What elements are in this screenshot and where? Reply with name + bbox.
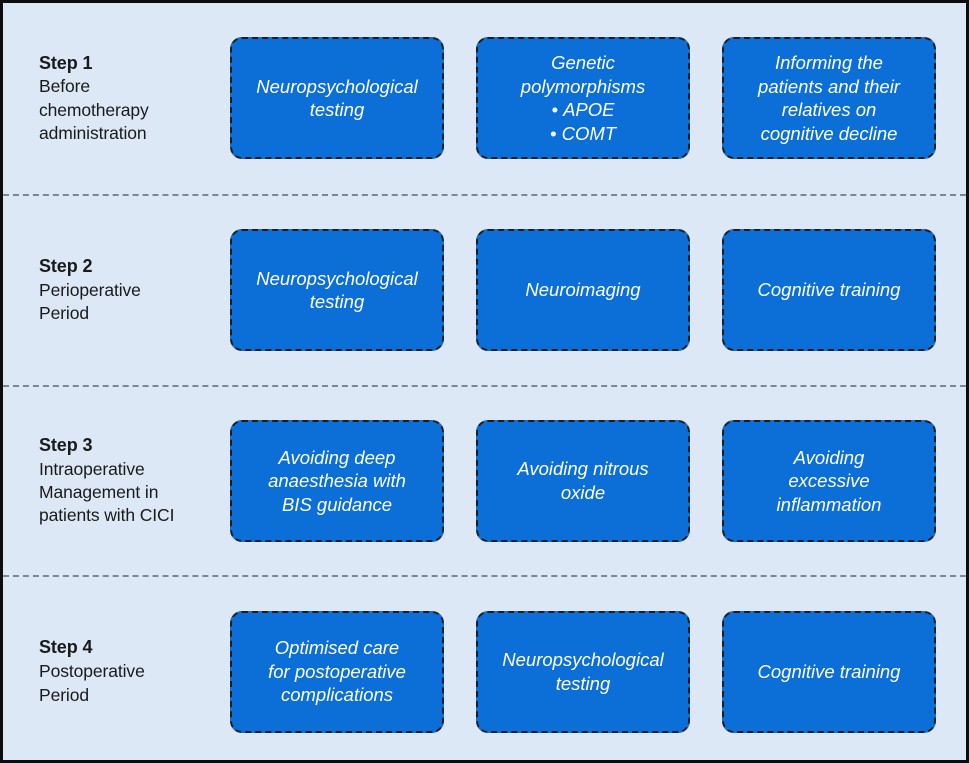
step-subtitle-3: Intraoperative Management in patients wi… (39, 458, 175, 526)
step-title-1: Step 1 (39, 52, 93, 73)
step-subtitle-4: Postoperative Period (39, 661, 145, 705)
card-2-1-text: Neuropsychological testing (256, 267, 418, 313)
card-1-3[interactable]: Informing the patients and their relativ… (722, 37, 936, 160)
step-title-2: Step 2 (39, 255, 93, 276)
step-cards-2: Neuropsychological testing Neuroimaging … (230, 229, 966, 352)
step-row-1: Step 1 Before chemotherapy administratio… (3, 3, 966, 194)
card-4-1[interactable]: Optimised care for postoperative complic… (230, 610, 444, 733)
card-3-2[interactable]: Avoiding nitrous oxide (476, 419, 690, 542)
step-title-4: Step 4 (39, 637, 93, 658)
card-2-2[interactable]: Neuroimaging (476, 229, 690, 352)
card-3-1[interactable]: Avoiding deep anaesthesia with BIS guida… (230, 419, 444, 542)
card-1-2-bullets: APOE COMT (550, 98, 616, 145)
card-4-2-text: Neuropsychological testing (502, 649, 664, 694)
card-3-1-text: Avoiding deep anaesthesia with BIS guida… (268, 446, 406, 515)
step-row-2: Step 2 Perioperative Period Neuropsychol… (3, 193, 966, 385)
step-cards-3: Avoiding deep anaesthesia with BIS guida… (230, 419, 966, 542)
card-3-2-text: Avoiding nitrous oxide (517, 458, 649, 503)
step-label-4: Step 4 Postoperative Period (3, 636, 230, 706)
card-2-3-text: Cognitive training (757, 279, 901, 301)
step-row-4: Step 4 Postoperative Period Optimised ca… (3, 575, 966, 760)
card-1-2[interactable]: Genetic polymorphisms APOE COMT (476, 37, 690, 160)
card-2-1[interactable]: Neuropsychological testing (230, 229, 444, 352)
step-label-1: Step 1 Before chemotherapy administratio… (3, 52, 230, 146)
step-label-3: Step 3 Intraoperative Management in pati… (3, 434, 230, 528)
card-2-3[interactable]: Cognitive training (722, 229, 936, 352)
step-row-3: Step 3 Intraoperative Management in pati… (3, 384, 966, 576)
card-1-2-bullet-2: COMT (550, 122, 616, 145)
card-4-2[interactable]: Neuropsychological testing (476, 610, 690, 733)
card-1-1-text: Neuropsychological testing (256, 75, 418, 121)
card-3-3-text: Avoiding excessive inflammation (776, 446, 882, 515)
card-1-3-text: Informing the patients and their relativ… (758, 52, 900, 144)
card-2-2-text: Neuroimaging (525, 279, 641, 301)
card-3-3[interactable]: Avoiding excessive inflammation (722, 419, 936, 542)
step-subtitle-1: Before chemotherapy administration (39, 76, 149, 143)
step-title-3: Step 3 (39, 435, 93, 455)
card-4-3[interactable]: Cognitive training (722, 610, 936, 733)
card-1-2-bullet-1: APOE (550, 98, 616, 121)
card-4-1-text: Optimised care for postoperative complic… (268, 637, 406, 706)
card-1-2-text: Genetic polymorphisms (520, 52, 646, 97)
step-cards-4: Optimised care for postoperative complic… (230, 610, 966, 733)
step-subtitle-2: Perioperative Period (39, 279, 141, 324)
card-1-1[interactable]: Neuropsychological testing (230, 37, 444, 160)
step-label-2: Step 2 Perioperative Period (3, 255, 230, 325)
card-4-3-text: Cognitive training (757, 660, 901, 682)
step-cards-1: Neuropsychological testing Genetic polym… (230, 37, 966, 160)
